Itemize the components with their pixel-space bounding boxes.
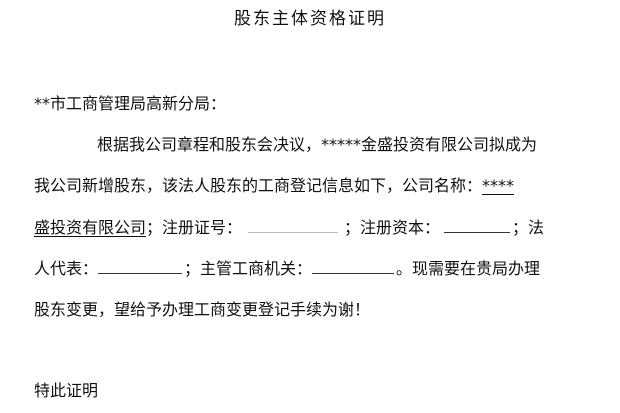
registered-capital-label: ；注册资本：: [344, 218, 441, 237]
company-name-value-part2: 盛投资有限公司: [34, 218, 147, 237]
request-text: 。现需要在贵局办理: [396, 259, 541, 278]
registration-number-blank: [248, 218, 339, 233]
paragraph-line-4: 人代表： ；主管工商机关： 。现需要在贵局办理: [34, 258, 594, 280]
registered-capital-blank: [444, 218, 511, 233]
legal-representative-label-end: 人代表：: [34, 259, 99, 278]
company-name-label: 我公司新增股东，该法人股东的工商登记信息如下，公司名称：: [34, 176, 483, 195]
registration-number-label: ；注册证号：: [146, 218, 243, 237]
document-title: 股东主体资格证明: [234, 9, 386, 29]
legal-representative-blank: [98, 259, 183, 274]
paragraph-line-2: 我公司新增股东，该法人股东的工商登记信息如下，公司名称：****: [34, 175, 594, 197]
paragraph-line-3: 盛投资有限公司；注册证号： ；注册资本： ；法: [34, 217, 594, 239]
addressee-line: **市工商管理局高新分局：: [34, 94, 227, 113]
company-name-value-part1: ****: [482, 176, 515, 195]
authority-label: ；主管工商机关：: [184, 259, 313, 278]
legal-representative-label-start: ；法: [512, 218, 545, 237]
authority-blank: [312, 259, 395, 274]
closing-text: 特此证明: [34, 381, 99, 400]
paragraph-line-5: 股东变更，望给予办理工商变更登记手续为谢！: [34, 300, 371, 319]
paragraph-line-1: 根据我公司章程和股东会决议，*****金盛投资有限公司拟成为: [97, 135, 538, 154]
